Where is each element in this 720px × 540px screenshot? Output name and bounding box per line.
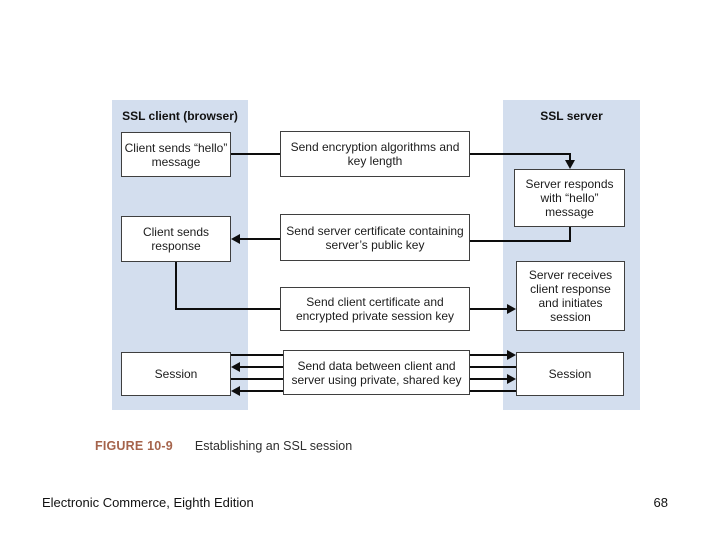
flow-line [239,366,283,368]
flow-line [470,390,516,392]
box-client-response: Client sends response [121,216,231,262]
flow-line [231,354,283,356]
flow-line [470,308,508,310]
footer-page-number: 68 [653,495,668,510]
arrowhead-left-icon [231,386,240,396]
arrowhead-right-icon [507,350,516,360]
ssl-client-lane-title: SSL client (browser) [122,109,238,123]
box-send-data: Send data between client and server usin… [283,350,470,395]
flow-line [569,153,571,162]
flow-line [569,227,571,242]
flow-line [470,240,571,242]
flow-line [175,308,280,310]
flow-line [470,354,508,356]
box-server-receives: Server receives client response and init… [516,261,625,331]
flow-line [470,378,508,380]
box-send-server-cert: Send server certificate containing serve… [280,214,470,261]
box-client-hello: Client sends “hello” message [121,132,231,177]
flow-line [470,153,571,155]
box-session-server: Session [516,352,624,396]
flow-line [175,261,177,310]
footer-book-title: Electronic Commerce, Eighth Edition [42,495,254,510]
box-session-client: Session [121,352,231,396]
flow-line [231,378,283,380]
ssl-server-lane-title: SSL server [540,109,603,123]
arrowhead-right-icon [507,374,516,384]
box-send-encryption: Send encryption algorithms and key lengt… [280,131,470,177]
arrowhead-left-icon [231,362,240,372]
flow-line [231,153,280,155]
arrowhead-down-icon [565,160,575,169]
flow-line [239,238,280,240]
arrowhead-right-icon [507,304,516,314]
figure-caption-label: FIGURE 10-9 [95,439,173,453]
figure-caption: FIGURE 10-9 Establishing an SSL session [95,439,352,453]
box-send-client-cert: Send client certificate and encrypted pr… [280,287,470,331]
flow-line [239,390,283,392]
arrowhead-left-icon [231,234,240,244]
figure-caption-title: Establishing an SSL session [194,439,353,453]
box-server-responds: Server responds with “hello” message [514,169,625,227]
flow-line [470,366,516,368]
